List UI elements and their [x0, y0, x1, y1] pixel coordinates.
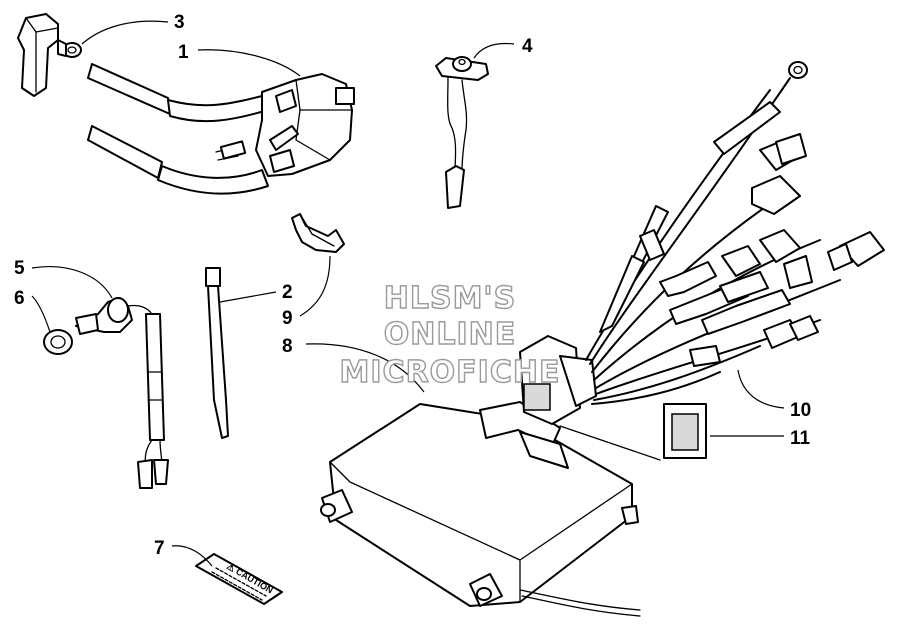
- watermark-line-2: ONLINE: [384, 317, 517, 352]
- callout-9: 9: [282, 308, 293, 329]
- callout-5: 5: [14, 258, 25, 279]
- watermark-line-1: HLSM'S: [384, 281, 516, 316]
- callout-4: 4: [522, 36, 533, 57]
- rubber-pad: [559, 403, 707, 461]
- callout-10: 10: [790, 400, 811, 421]
- ignition-coil: [87, 63, 355, 195]
- callout-1: 1: [178, 42, 189, 63]
- washer: [43, 329, 73, 355]
- cable-tie: [205, 267, 229, 439]
- callout-11: 11: [790, 428, 811, 449]
- callout-6: 6: [14, 288, 25, 309]
- wire-clip: [291, 213, 345, 253]
- callout-3: 3: [174, 12, 185, 33]
- callout-labels: 3 1 4 2 9 8 5 6 7 10 11: [14, 12, 811, 559]
- callout-7: 7: [154, 538, 165, 559]
- watermark-line-3: MICROFICHE: [340, 355, 561, 390]
- speed-sensor: [75, 297, 169, 489]
- temperature-sensor: [435, 56, 489, 209]
- callout-8: 8: [282, 336, 293, 357]
- callout-2: 2: [282, 282, 293, 303]
- watermark: HLSM'S ONLINE MICROFICHE: [339, 280, 561, 390]
- spark-plug-cap: [17, 13, 82, 97]
- callout-leaders: [31, 20, 785, 567]
- wiring-harness: [519, 61, 885, 425]
- control-module: [320, 401, 641, 617]
